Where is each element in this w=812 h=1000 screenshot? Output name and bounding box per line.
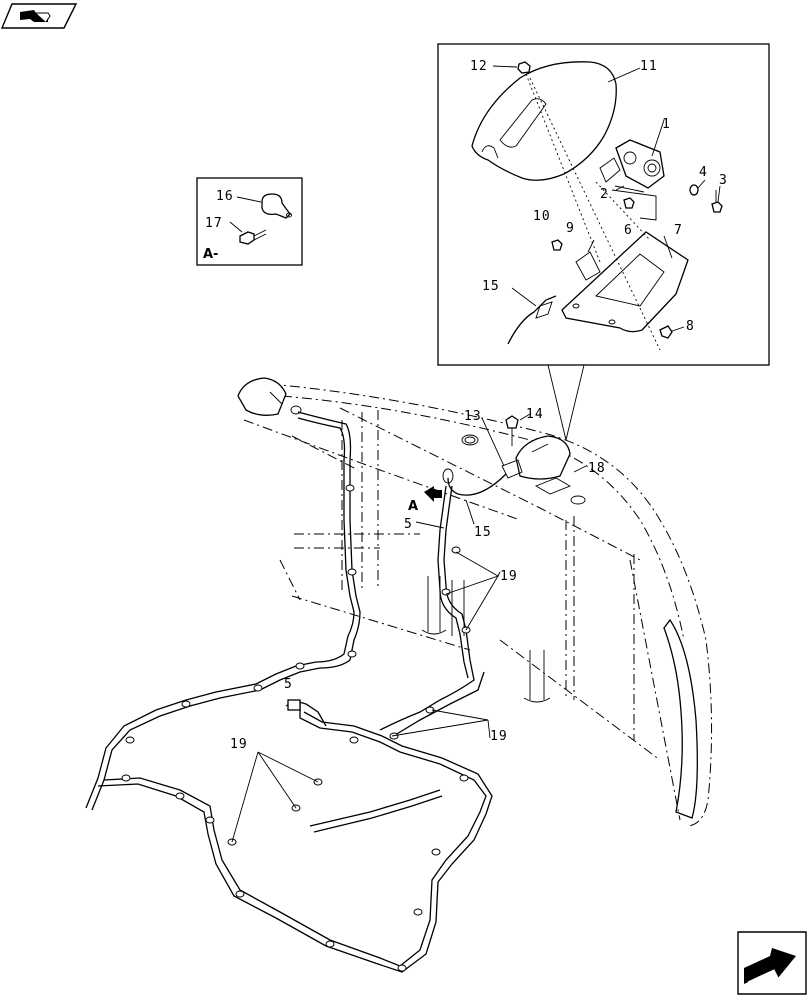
callout-8: 8 [686,319,695,334]
detail-a-box: 16 17 A- [196,177,303,266]
callout-18: 18 [588,461,606,476]
callout-5-upper: 5 [404,517,413,532]
callout-9: 9 [566,221,575,236]
callout-17: 17 [205,216,223,231]
view-arrow-icon [424,486,442,502]
machine-body [243,383,713,827]
callout-19-c: 19 [230,737,248,752]
callout-19-b: 19 [490,729,508,744]
callout-14: 14 [526,407,544,422]
callout-19-a: 19 [500,569,518,584]
callout-15-detail: 15 [482,279,500,294]
callout-1: 1 [662,117,671,132]
lamp-right [515,435,571,480]
callout-12: 12 [470,59,488,74]
callout-10: 10 [533,209,551,224]
book-icon[interactable] [0,3,78,29]
callout-2: 2 [600,187,609,202]
callout-16: 16 [216,189,234,204]
callout-5-lower: 5 [284,677,293,692]
callout-4: 4 [699,165,708,180]
lamp-left [237,377,302,416]
callout-15-main: 15 [474,525,492,540]
light-assembly-detail-box: 12 11 1 2 4 3 6 7 10 9 15 8 [437,43,770,366]
next-page-arrow-icon[interactable] [737,931,807,995]
detail-a-label: A- [203,247,218,262]
view-arrow-a-label: A [408,499,418,514]
callout-7: 7 [674,223,683,238]
callout-3: 3 [719,173,728,188]
callout-11: 11 [640,59,658,74]
harness-clips [121,484,471,972]
callout-6: 6 [624,223,633,238]
callout-13: 13 [464,409,482,424]
